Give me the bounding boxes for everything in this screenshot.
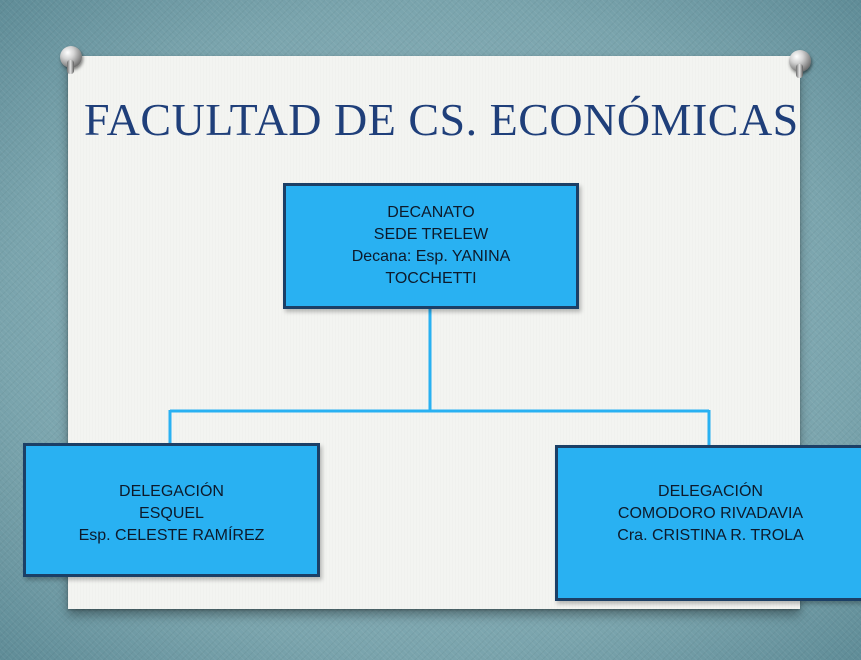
node-text-line: Esp. CELESTE RAMÍREZ <box>78 527 265 544</box>
page-title: FACULTAD DE CS. ECONÓMICAS <box>84 94 799 145</box>
node-text-line: Decana: Esp. YANINA <box>351 248 511 265</box>
node-delegacion-esquel: DELEGACIÓN ESQUEL Esp. CELESTE RAMÍREZ <box>23 443 320 577</box>
node-decanato: DECANATO SEDE TRELEW Decana: Esp. YANINA… <box>283 183 579 309</box>
node-text-line: SEDE TRELEW <box>373 226 489 243</box>
pushpin-icon <box>789 50 811 78</box>
node-text-line: DELEGACIÓN <box>658 483 763 500</box>
pushpin-icon <box>60 46 82 74</box>
node-text-line: DECANATO <box>387 204 475 221</box>
node-text-line: ESQUEL <box>139 505 204 522</box>
node-text-line: DELEGACIÓN <box>119 483 224 500</box>
node-text-line: COMODORO RIVADAVIA <box>617 505 804 522</box>
node-delegacion-comodoro: DELEGACIÓN COMODORO RIVADAVIA Cra. CRIST… <box>555 445 861 601</box>
node-text-line: Cra. CRISTINA R. TROLA <box>617 527 804 544</box>
node-text-line: TOCCHETTI <box>385 270 477 287</box>
